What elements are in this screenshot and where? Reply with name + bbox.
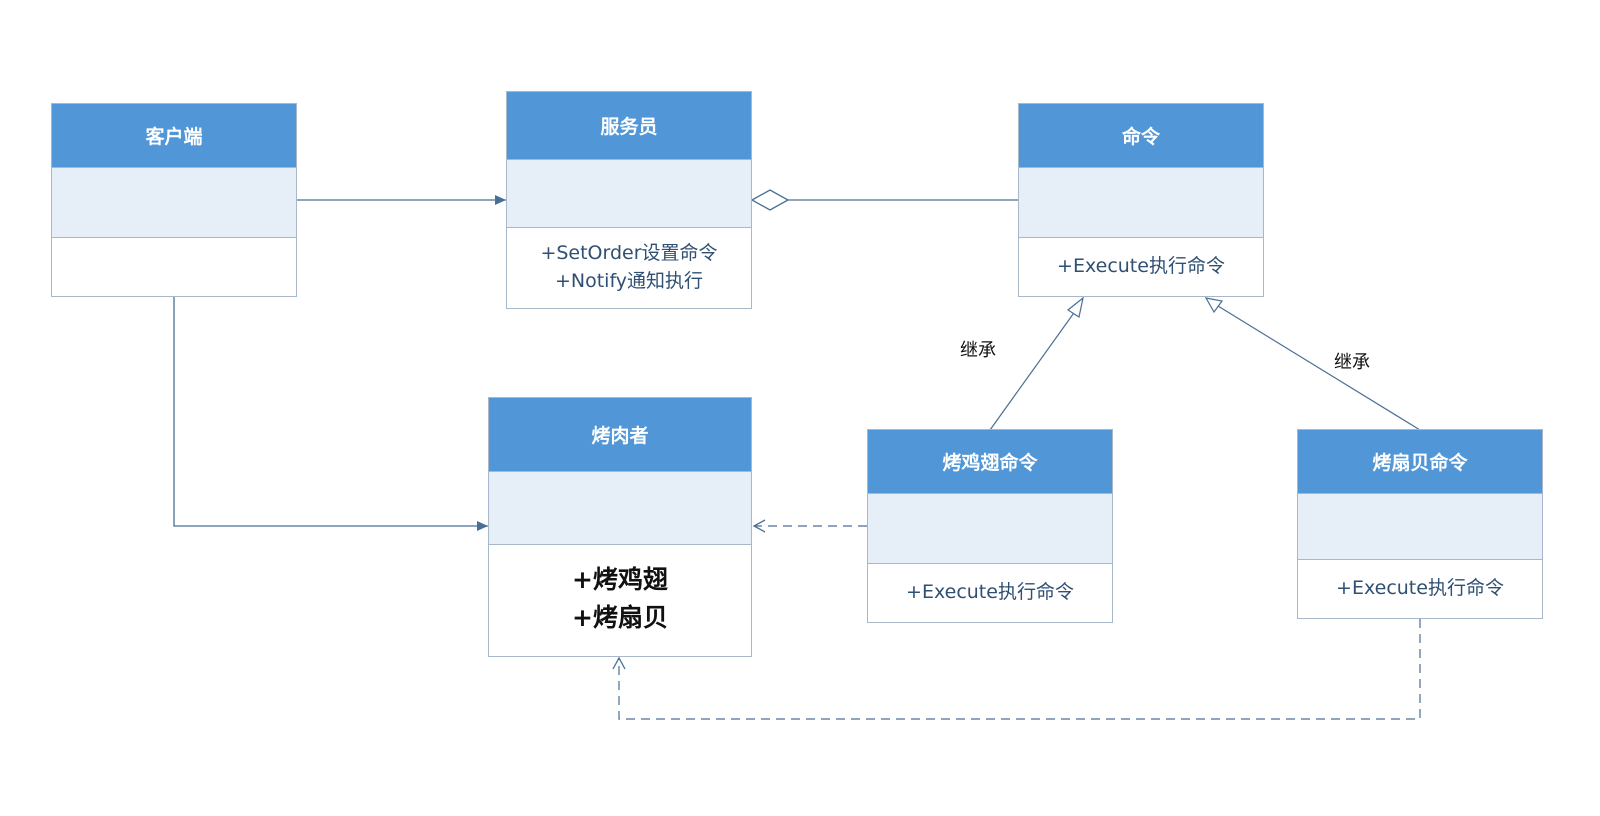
class-barbecuer-name: 烤肉者 (489, 398, 751, 471)
operation: +Execute执行命令 (906, 581, 1074, 603)
class-scallop-command-name: 烤扇贝命令 (1298, 430, 1542, 493)
class-scallop-command[interactable]: 烤扇贝命令 +Execute执行命令 (1297, 429, 1543, 619)
class-command[interactable]: 命令 +Execute执行命令 (1018, 103, 1264, 297)
class-wing-command-operations: +Execute执行命令 (868, 562, 1112, 622)
class-waiter-operations: +SetOrder设置命令 +Notify通知执行 (507, 225, 751, 308)
scallop-cmd-dependency-arrow (612, 619, 1421, 720)
inherit-triangle-right (1204, 297, 1224, 314)
class-wing-command[interactable]: 烤鸡翅命令 +Execute执行命令 (867, 429, 1113, 623)
class-command-name: 命令 (1019, 104, 1263, 167)
class-wing-command-attributes (868, 493, 1112, 564)
scallop-cmd-inherit-line (1217, 305, 1421, 431)
class-barbecuer-attributes (489, 471, 751, 545)
class-barbecuer[interactable]: 烤肉者 +烤鸡翅 +烤扇贝 (488, 397, 752, 657)
class-client-name: 客户端 (52, 104, 296, 167)
class-waiter-attributes (507, 159, 751, 228)
operation: +Execute执行命令 (1336, 577, 1504, 599)
class-wing-command-name: 烤鸡翅命令 (868, 430, 1112, 493)
operation: +SetOrder设置命令 (540, 241, 718, 264)
inherit-triangle-left (1066, 296, 1084, 318)
class-scallop-command-operations: +Execute执行命令 (1298, 558, 1542, 618)
class-waiter-name: 服务员 (507, 92, 751, 159)
class-client-attributes (52, 167, 296, 238)
class-client-operations (52, 236, 296, 296)
inherit-label-right: 继承 (1334, 352, 1370, 373)
operation: +烤扇贝 (572, 603, 668, 632)
client-to-barbecuer-arrow (173, 296, 488, 531)
inherit-label-left: 继承 (960, 340, 996, 361)
class-scallop-command-attributes (1298, 493, 1542, 560)
class-command-attributes (1019, 167, 1263, 238)
operation: +烤鸡翅 (572, 565, 668, 594)
class-waiter[interactable]: 服务员 +SetOrder设置命令 +Notify通知执行 (506, 91, 752, 309)
wing-cmd-inherit-line (989, 309, 1077, 431)
class-client[interactable]: 客户端 (51, 103, 297, 297)
aggregation-diamond (750, 189, 790, 211)
operation: +Execute执行命令 (1057, 255, 1225, 277)
class-barbecuer-operations: +烤鸡翅 +烤扇贝 (489, 542, 751, 656)
operation: +Notify通知执行 (554, 269, 704, 292)
class-command-operations: +Execute执行命令 (1019, 236, 1263, 296)
